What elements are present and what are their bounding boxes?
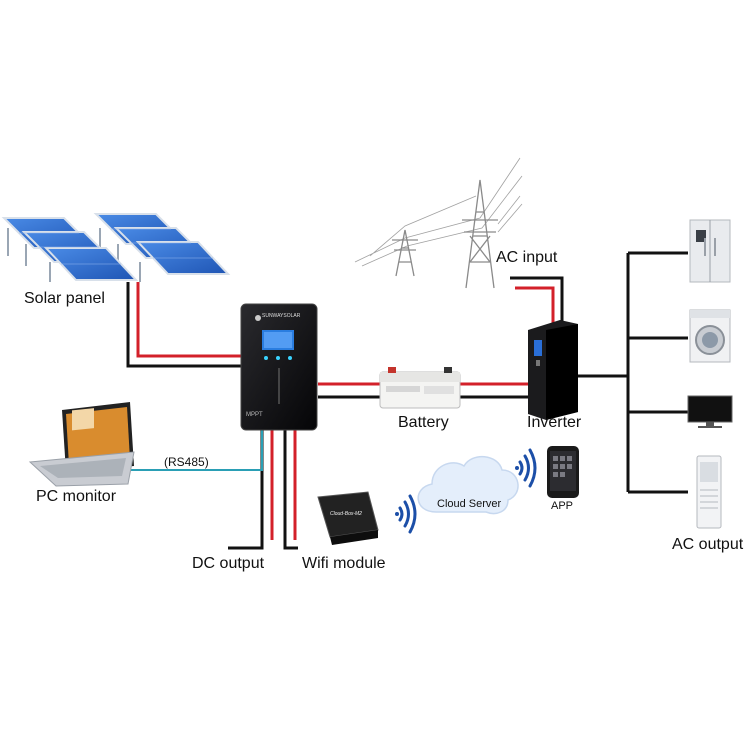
solar-wire-negative bbox=[126, 282, 242, 368]
wifi-signal-app-icon bbox=[515, 448, 537, 488]
dc-output-label: DC output bbox=[192, 555, 265, 572]
battery-label: Battery bbox=[398, 414, 449, 431]
washing-machine-icon bbox=[689, 309, 731, 363]
inverter-label: Inverter bbox=[527, 414, 582, 431]
cloud-icon bbox=[417, 456, 519, 515]
solar-panel-icon bbox=[1, 213, 231, 282]
wifi-module-label: Wifi module bbox=[302, 555, 386, 572]
pc-monitor-label: PC monitor bbox=[36, 488, 117, 505]
mppt-controller-icon bbox=[240, 303, 318, 431]
rs485-label: (RS485) bbox=[164, 455, 209, 469]
wiring bbox=[100, 251, 688, 550]
cloud-server-label: Cloud Server bbox=[437, 498, 502, 510]
smartphone-icon bbox=[547, 446, 579, 498]
ac-output-bus bbox=[578, 251, 688, 494]
solar-panel-label: Solar panel bbox=[24, 290, 105, 307]
dc-output-wire-negative bbox=[228, 430, 264, 550]
air-conditioner-icon bbox=[696, 455, 722, 529]
solar-wire-positive bbox=[136, 282, 242, 358]
wifi-wire-negative bbox=[283, 430, 298, 550]
controller-brand: SUNWAYSOLAR bbox=[262, 313, 301, 319]
tv-icon bbox=[687, 395, 733, 428]
rs485-wire bbox=[100, 430, 263, 471]
ac-input-wire-negative bbox=[510, 276, 564, 326]
transmission-tower-icon bbox=[354, 157, 523, 289]
ac-output-label: AC output bbox=[672, 536, 744, 553]
wifi-signal-icon bbox=[395, 494, 417, 534]
inverter-icon bbox=[528, 320, 578, 420]
controller-model: MPPT bbox=[246, 412, 263, 418]
ac-input-wire-positive bbox=[515, 286, 555, 326]
wifi-module-device-icon bbox=[317, 491, 379, 545]
refrigerator-icon bbox=[689, 219, 731, 283]
battery-icon bbox=[379, 367, 461, 409]
ac-input-label: AC input bbox=[496, 249, 558, 266]
app-label: APP bbox=[551, 500, 574, 512]
wifi-device-name: Cloud-Box-M2 bbox=[330, 511, 362, 517]
laptop-icon bbox=[28, 402, 135, 487]
